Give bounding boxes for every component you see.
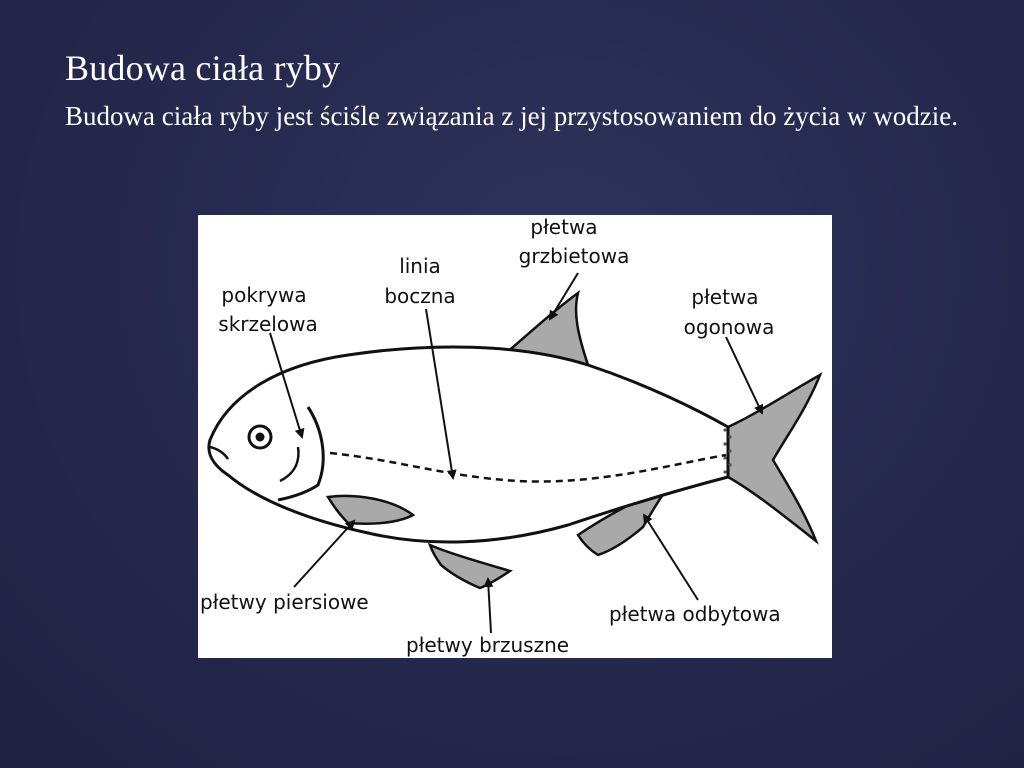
- fish-diagram-svg: pokrywa skrzelowa linia boczna płetwa gr…: [200, 215, 823, 657]
- svg-text:pokrywa: pokrywa: [221, 283, 306, 307]
- ventral-fin: [427, 542, 513, 590]
- arrow-dorsal-fin: [548, 272, 579, 321]
- tail-fin: [726, 372, 823, 545]
- arrow-ventral-fins: [483, 577, 494, 634]
- arrow-lateral-line: [425, 308, 457, 480]
- label-linia-boczna: linia boczna: [384, 254, 455, 308]
- slide-title: Budowa ciała ryby: [65, 48, 341, 88]
- gill-cover: [277, 406, 325, 502]
- gill-slit: [279, 446, 300, 483]
- fish-pupil: [255, 432, 265, 442]
- arrow-gill-cover: [269, 332, 305, 439]
- svg-text:ogonowa: ogonowa: [684, 315, 775, 339]
- arrow-pectoral-fins: [293, 519, 356, 588]
- svg-text:grzbietowa: grzbietowa: [519, 244, 630, 268]
- label-pletwa-ogonowa: płetwa ogonowa: [684, 285, 775, 339]
- fish-diagram: pokrywa skrzelowa linia boczna płetwa gr…: [198, 215, 832, 658]
- label-pokrywa-skrzelowa: pokrywa skrzelowa: [218, 283, 317, 336]
- arrow-anal-fin: [642, 513, 699, 601]
- svg-text:płetwa: płetwa: [691, 285, 758, 309]
- fish-body: [207, 345, 730, 544]
- label-pletwy-piersiowe: płetwy piersiowe: [200, 590, 369, 614]
- svg-text:boczna: boczna: [384, 284, 455, 308]
- pectoral-fin: [325, 494, 416, 525]
- label-pletwa-grzbietowa: płetwa grzbietowa: [519, 215, 630, 268]
- svg-text:płetwa: płetwa: [530, 215, 597, 239]
- label-pletwy-brzuszne: płetwy brzuszne: [406, 633, 569, 657]
- arrow-tail-fin: [725, 336, 764, 415]
- lateral-line: [329, 451, 727, 483]
- svg-text:skrzelowa: skrzelowa: [218, 312, 317, 336]
- label-pletwa-odbytowa: płetwa odbytowa: [609, 602, 781, 626]
- slide-subtitle: Budowa ciała ryby jest ściśle związania …: [65, 101, 958, 131]
- mouth: [209, 445, 230, 460]
- tail-base-texture: [723, 428, 732, 474]
- svg-text:linia: linia: [399, 254, 441, 278]
